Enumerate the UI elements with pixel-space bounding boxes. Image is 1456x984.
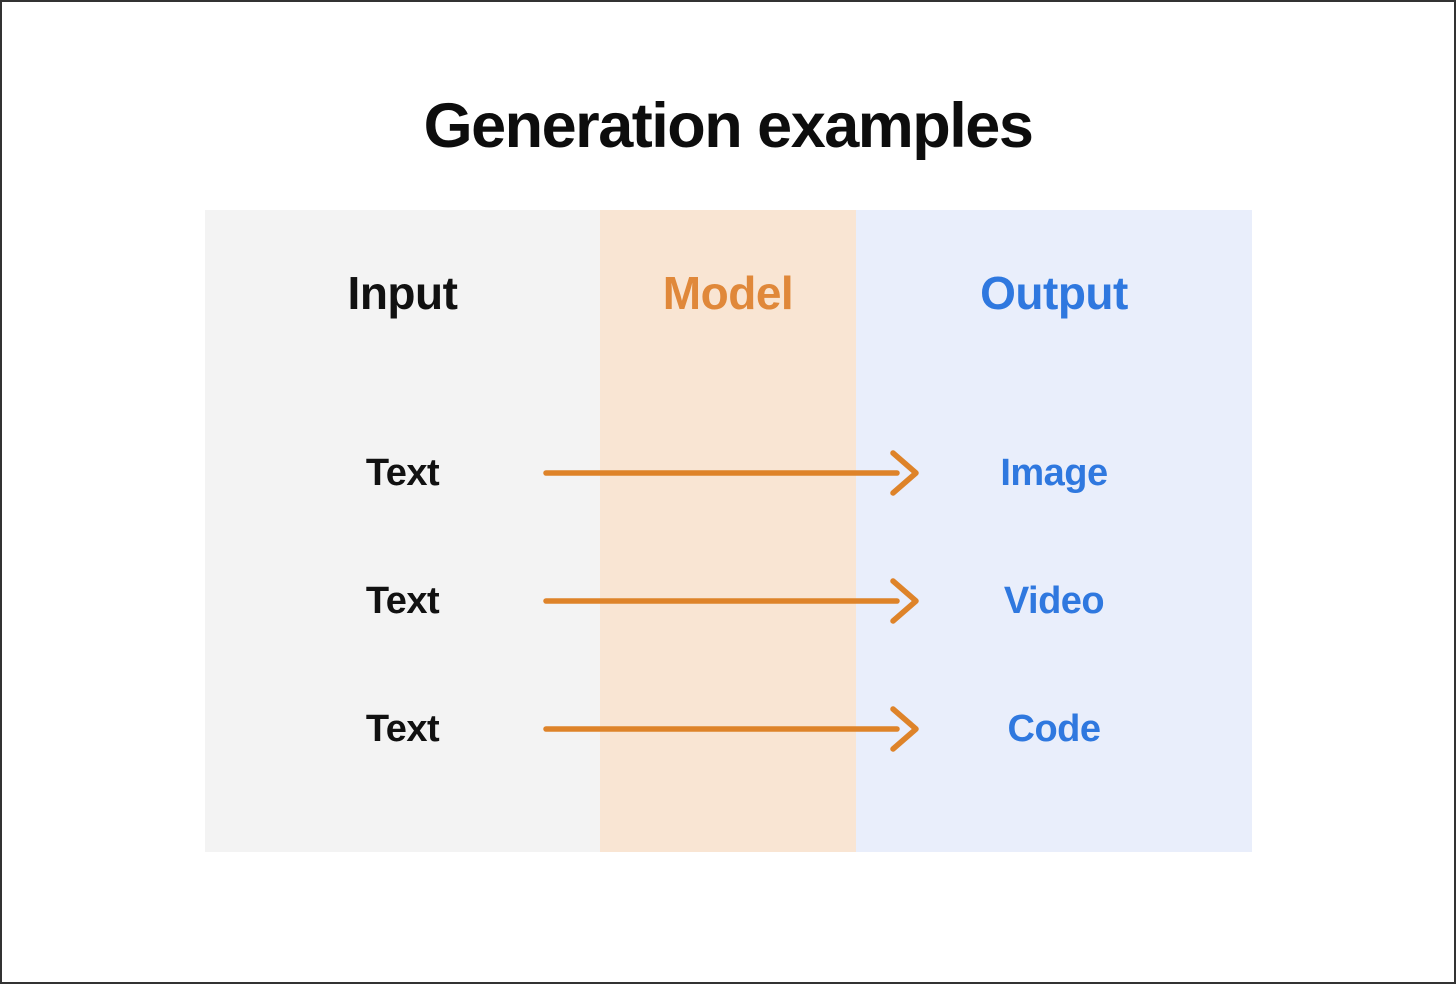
column-header-output: Output	[980, 267, 1128, 319]
right-arrow-icon	[543, 450, 919, 496]
row-input-label: Text	[365, 580, 440, 622]
column-header-model: Model	[662, 267, 794, 319]
column-input: Input	[205, 210, 600, 852]
column-model: Model	[600, 210, 856, 852]
row-output-label: Image	[1000, 452, 1108, 494]
row-input-label: Text	[365, 452, 440, 494]
right-arrow-icon	[543, 706, 919, 752]
io-table: Input Model Output Text Image Text	[205, 210, 1252, 852]
right-arrow-icon	[543, 578, 919, 624]
column-header-input: Input	[347, 267, 458, 319]
column-output: Output	[856, 210, 1252, 852]
row-input-label: Text	[365, 708, 440, 750]
rows-overlay: Text Image Text Video Text	[205, 210, 1252, 852]
generation-row-video: Text Video	[205, 576, 1252, 626]
row-output-label: Code	[1007, 708, 1102, 750]
generation-row-image: Text Image	[205, 448, 1252, 498]
generation-row-code: Text Code	[205, 704, 1252, 754]
row-output-label: Video	[1003, 580, 1105, 622]
figure-title: Generation examples	[423, 91, 1034, 161]
